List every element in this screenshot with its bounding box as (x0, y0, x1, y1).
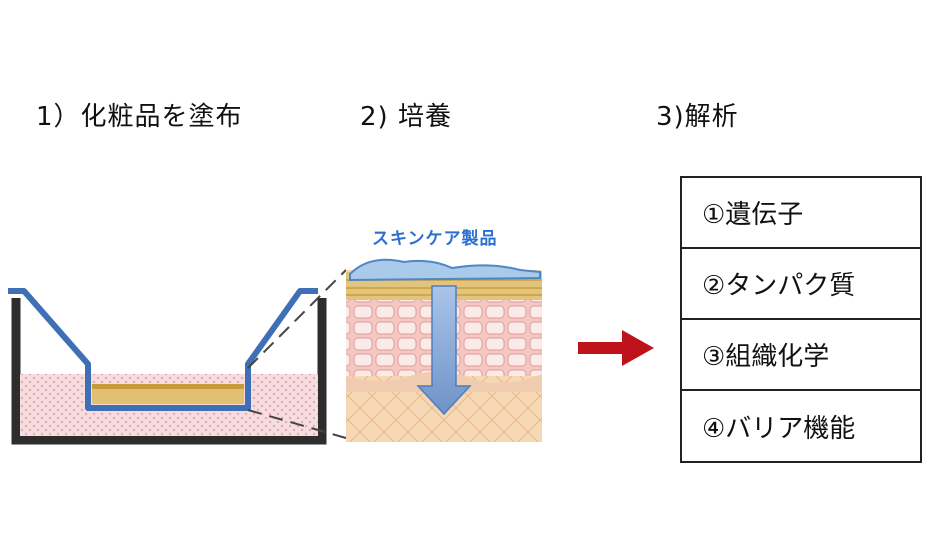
skin-cross-section (346, 258, 542, 442)
analysis-item-barrier-function: ④バリア機能 (702, 413, 856, 444)
analysis-item-gene: ①遺伝子 (682, 178, 920, 249)
product-layer (349, 258, 541, 282)
zoom-line-bottom (247, 409, 347, 439)
flow-arrow-icon (578, 330, 654, 366)
step1-title: 1）化粧品を塗布 (36, 102, 243, 132)
product-label: スキンケア製品 (372, 229, 498, 249)
step2-title: 2) 培養 (360, 102, 452, 132)
culture-well (8, 288, 327, 445)
analysis-item-protein: ②タンパク質 (682, 249, 920, 320)
step3-title: 3)解析 (656, 102, 739, 132)
analysis-item-histochemistry: ③組織化学 (682, 320, 920, 391)
zoom-line-top (247, 269, 347, 369)
penetration-arrow-icon (416, 285, 472, 416)
analysis-list: ①遺伝子 ②タンパク質 ③組織化学 ④バリア機能 (680, 176, 922, 463)
